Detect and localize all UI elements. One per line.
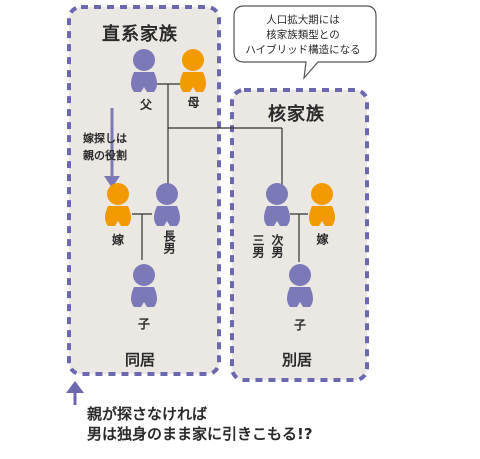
- mother-label: 母: [186, 96, 200, 108]
- note-line: 嫁探しは: [83, 132, 127, 145]
- arrow-icon: [66, 381, 84, 405]
- cohabiting-label: 同居: [125, 351, 156, 369]
- bride-search-note: 嫁探しは 親の役割: [83, 130, 163, 164]
- speech-bubble: [233, 5, 377, 80]
- bubble-line: 核家族類型との: [266, 28, 340, 41]
- family-tree-lines: [132, 83, 308, 262]
- speech-bubble-text: 人口拡大期には 核家族類型との ハイブリッド構造になる: [238, 9, 368, 61]
- second-son-label: 次男: [270, 234, 284, 258]
- caption-line: 親が探さなければ: [87, 405, 208, 423]
- child-label-right: 子: [294, 318, 307, 332]
- caption-line: 男は独身のまま家に引きこもる!?: [87, 425, 313, 443]
- child-label-left: 子: [138, 317, 151, 331]
- note-line: 親の役割: [83, 149, 127, 162]
- bride-label-left: 嫁: [112, 233, 125, 247]
- father-label: 父: [140, 98, 153, 112]
- third-son-label: 三男: [251, 234, 265, 258]
- direct-family-panel: [67, 5, 221, 376]
- direct-family-title: 直系家族: [102, 24, 178, 45]
- eldest-son-label: 長男: [162, 230, 176, 254]
- caption: 親が探さなければ 男は独身のまま家に引きこもる!?: [87, 404, 407, 444]
- bride-label-right: 嫁: [315, 233, 329, 245]
- bubble-line: ハイブリッド構造になる: [245, 43, 361, 56]
- arrow-icon: [104, 108, 120, 188]
- nuclear-family-title: 核家族: [268, 104, 325, 125]
- bubble-line: 人口拡大期には: [266, 13, 340, 26]
- separate-living-label: 別居: [282, 351, 313, 369]
